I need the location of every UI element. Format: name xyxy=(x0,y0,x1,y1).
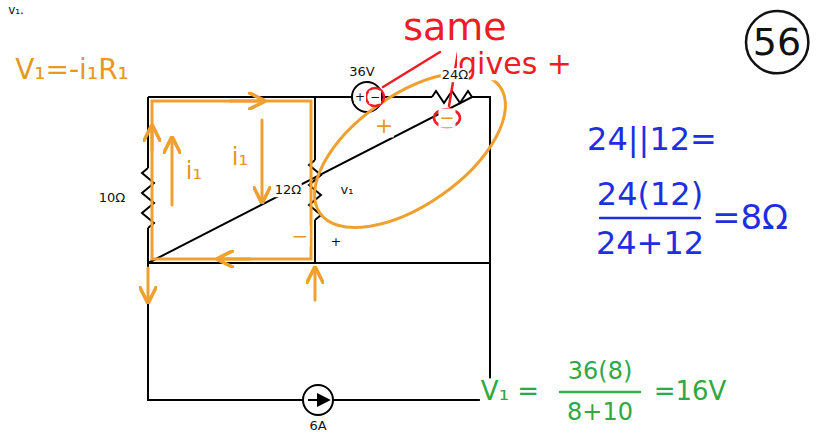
fraction-bar xyxy=(560,391,640,394)
wires xyxy=(142,82,490,415)
value-label: 6A xyxy=(308,419,327,433)
wire xyxy=(148,263,490,400)
pointer-line xyxy=(383,52,440,87)
source-arrow xyxy=(308,399,328,401)
branch-arrow xyxy=(147,268,150,300)
equation-text: =8Ω xyxy=(711,200,789,236)
equation-text: V₁=-i₁R₁ xyxy=(14,55,130,84)
mesh-loop xyxy=(152,101,311,259)
annotation-text: gives + xyxy=(457,48,573,80)
value-label: 36V xyxy=(348,65,375,79)
number-text: 56 xyxy=(753,20,801,64)
polarity-sign: − xyxy=(369,91,381,104)
polarity-sign: + xyxy=(374,114,394,137)
equation-text: V₁ = xyxy=(480,378,540,405)
value-label: 12Ω xyxy=(274,183,302,197)
current-name: i₁ xyxy=(185,159,203,184)
polarity-sign: + xyxy=(354,91,366,104)
sign-circle xyxy=(434,109,460,127)
mesh-annotation xyxy=(148,42,532,300)
equation-text: 24||12= xyxy=(586,123,718,157)
equation-text: 24(12) xyxy=(596,178,704,212)
signal-name: v₁ xyxy=(340,183,355,197)
loop-arrow xyxy=(220,258,250,261)
circle-outline xyxy=(746,11,808,73)
current-arrow xyxy=(171,140,174,205)
sign-circle xyxy=(366,88,384,106)
polarity-sign: − xyxy=(438,109,455,128)
wire xyxy=(147,97,149,263)
equation-text: 8+10 xyxy=(566,400,634,425)
loop-arrow xyxy=(151,128,154,150)
annotation-text: same xyxy=(402,8,507,48)
polarity-sign: − xyxy=(291,226,310,247)
fraction-bar xyxy=(600,217,700,220)
polarity-sign: + xyxy=(330,235,343,249)
value-label: 24Ω xyxy=(441,68,469,82)
circled-number: 56 xyxy=(744,9,810,75)
current-name: i₁ xyxy=(231,145,249,170)
current-arrow xyxy=(261,120,264,200)
equation-text: 24+12 xyxy=(595,227,705,261)
current-source xyxy=(303,385,333,415)
value-label: 10Ω xyxy=(98,191,126,205)
equation-text: 36(8) xyxy=(567,359,634,384)
branch-arrow xyxy=(314,270,317,300)
equation-text: =16V xyxy=(653,378,728,405)
wire xyxy=(148,97,490,263)
loop-arrow xyxy=(230,100,262,103)
note-text: v₁. xyxy=(7,4,25,17)
